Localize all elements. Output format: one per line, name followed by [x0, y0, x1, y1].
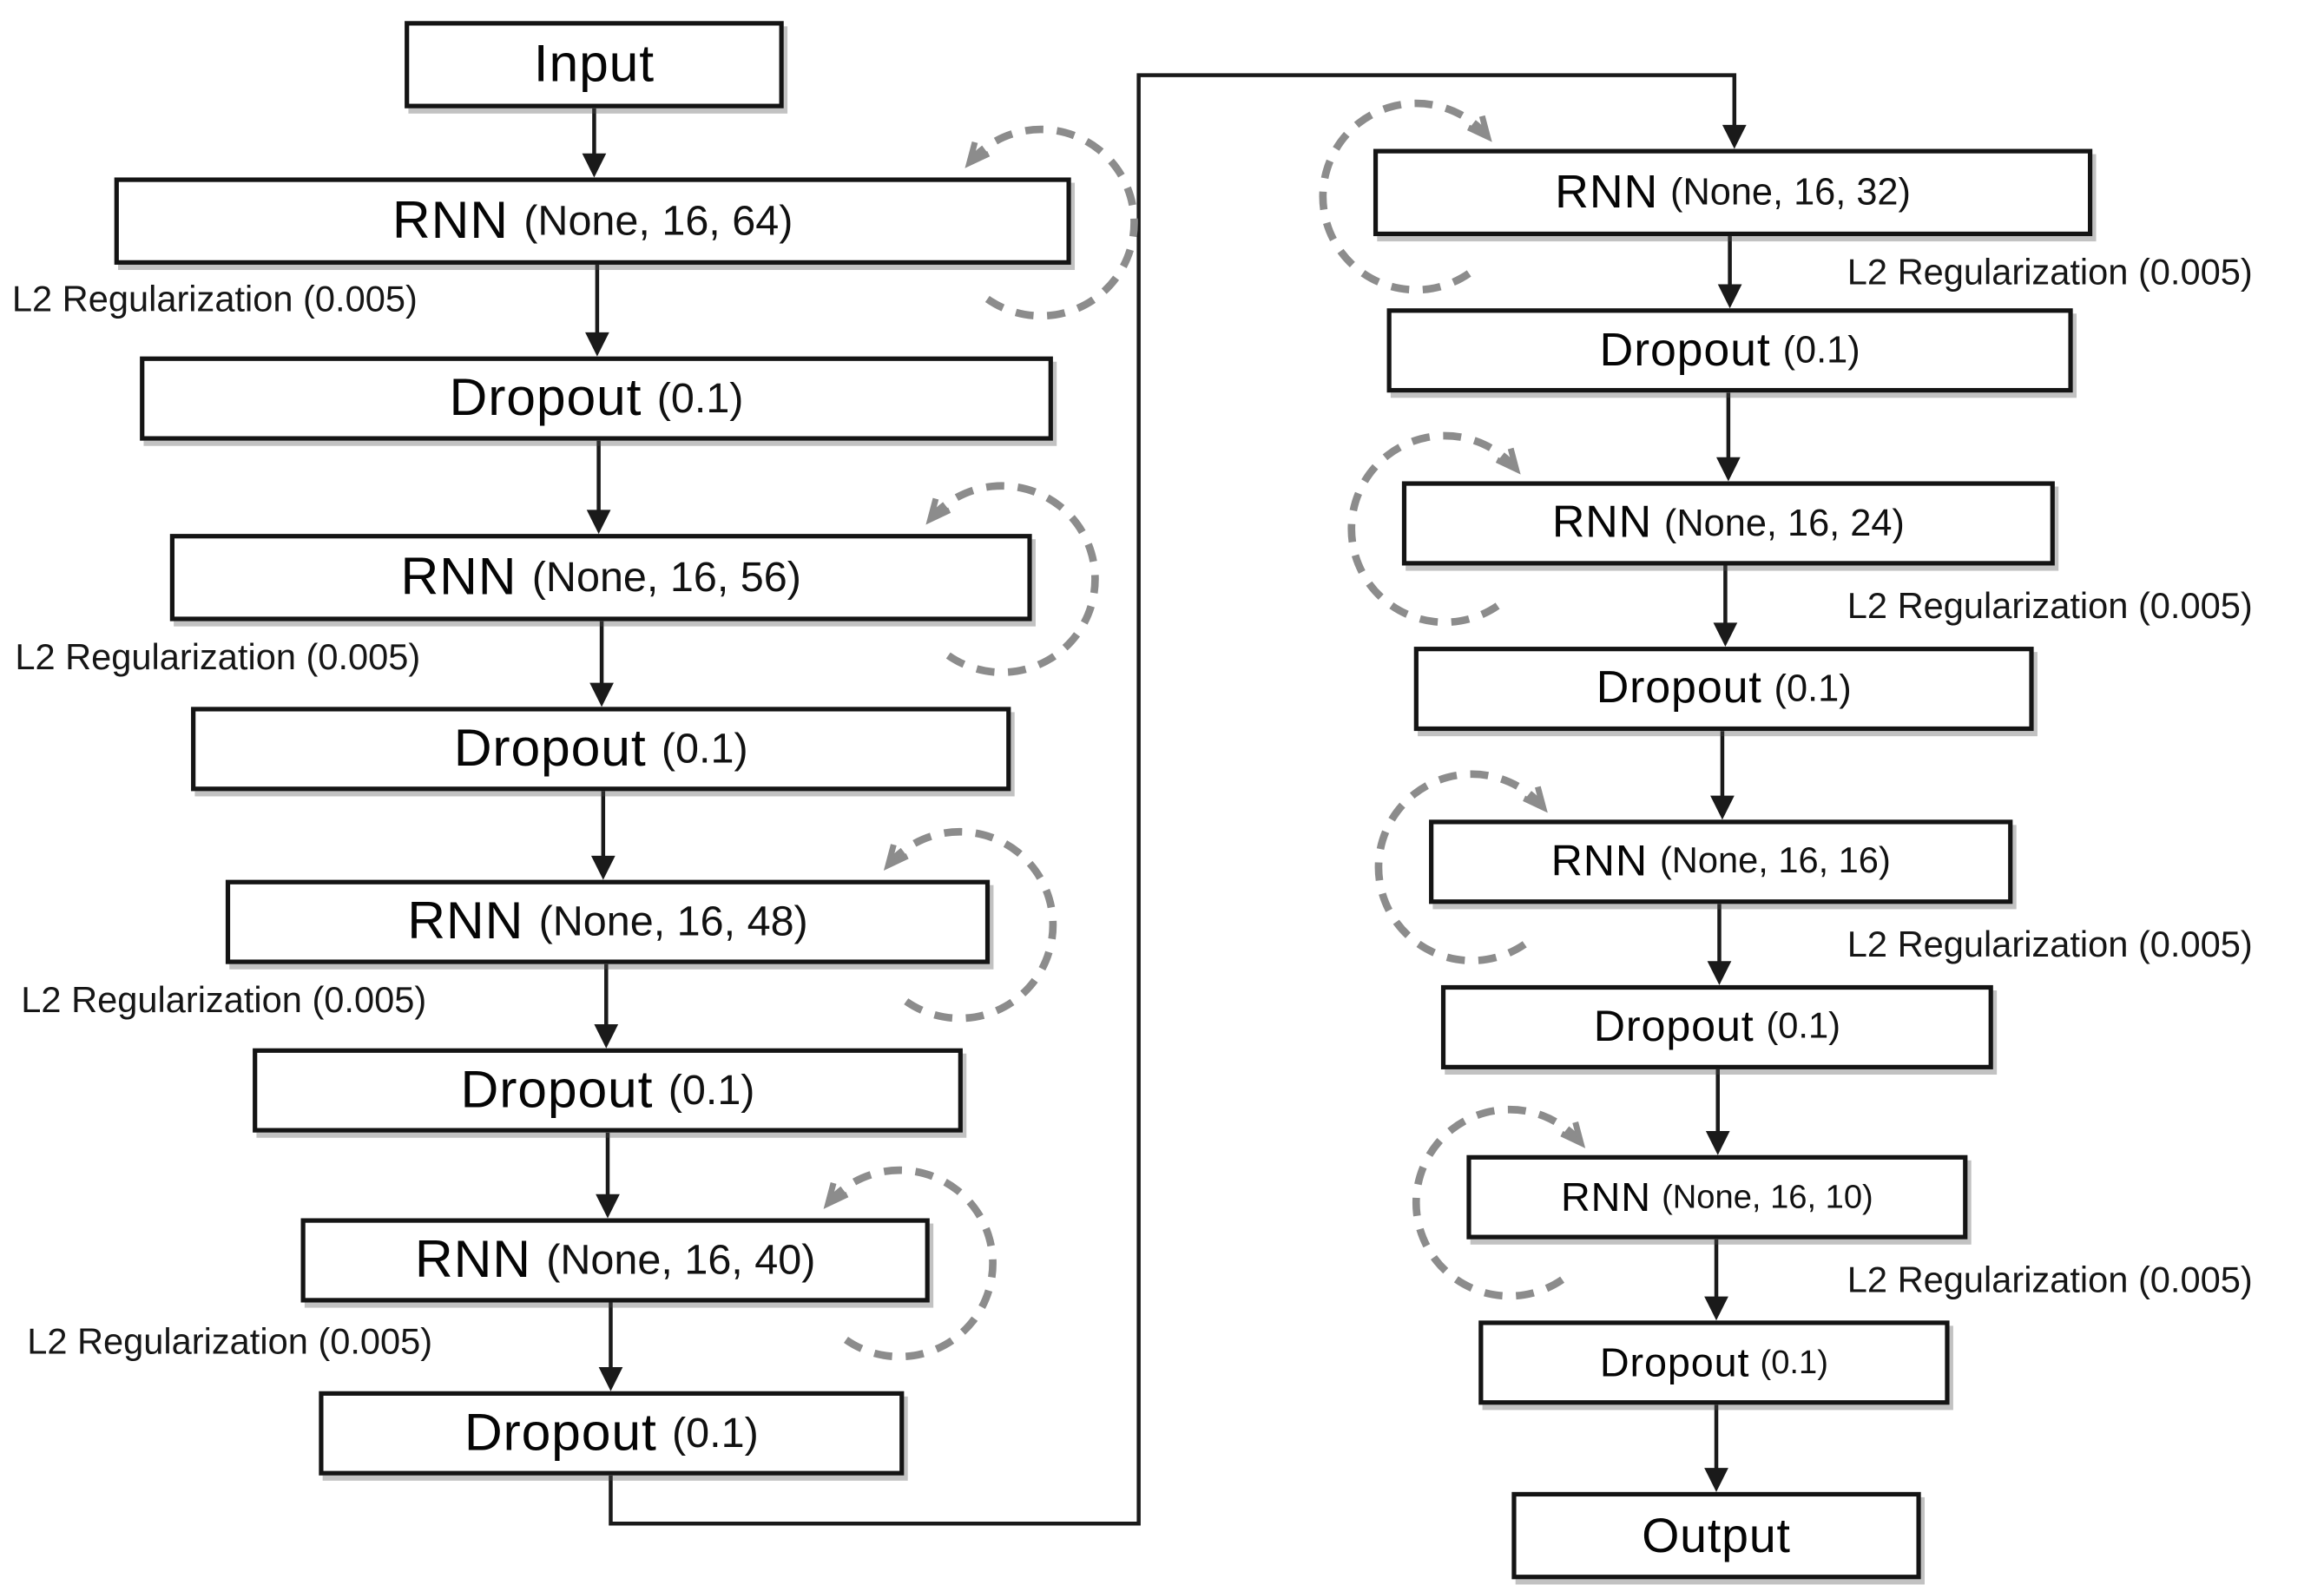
recurrent-loop-arrow-rnn6: [1347, 431, 1521, 627]
node-dropout-3-rate: (0.1): [668, 1066, 755, 1114]
arrow-rnn8-to-dropout8: [1704, 1239, 1728, 1321]
node-rnn-6-shape: (None, 16, 24): [1663, 501, 1905, 544]
l2-regularization-label-1: L2 Regularization (0.005): [11, 280, 418, 321]
node-rnn-3-shape: (None, 16, 48): [538, 898, 808, 945]
node-dropout-1-rate: (0.1): [656, 374, 744, 422]
node-rnn-4-label: RNN: [414, 1230, 531, 1289]
node-rnn-4-shape: (None, 16, 40): [546, 1236, 816, 1283]
node-dropout-7: Dropout (0.1): [1440, 984, 1993, 1069]
node-rnn-2-shape: (None, 16, 56): [531, 553, 801, 601]
node-rnn-6: RNN (None, 16, 24): [1401, 481, 2055, 566]
node-rnn-5-label: RNN: [1555, 165, 1659, 219]
l2-regularization-label-4: L2 Regularization (0.005): [27, 1322, 433, 1363]
node-output-label: Output: [1642, 1508, 1791, 1562]
node-dropout-1-label: Dropout: [449, 368, 642, 428]
recurrent-loop-arrow-rnn5: [1319, 99, 1492, 294]
node-dropout-5-rate: (0.1): [1782, 328, 1860, 372]
arrow-rnn5-to-dropout5: [1717, 236, 1742, 309]
node-rnn-3-label: RNN: [407, 891, 524, 951]
arrow-dropout2-to-rnn3: [590, 791, 616, 880]
arrow-rnn1-to-dropout1: [585, 264, 609, 357]
arrow-dropout8-to-output: [1704, 1404, 1728, 1492]
node-rnn-8: RNN (None, 16, 10): [1466, 1154, 1968, 1240]
node-dropout-6-label: Dropout: [1596, 663, 1762, 714]
node-dropout-6-rate: (0.1): [1774, 667, 1852, 709]
node-rnn-6-label: RNN: [1551, 497, 1653, 548]
node-dropout-8-rate: (0.1): [1760, 1343, 1828, 1381]
node-dropout-6: Dropout (0.1): [1413, 647, 2034, 732]
arrow-dropout5-to-rnn6: [1716, 392, 1741, 482]
recurrent-loop-arrow-rnn8: [1412, 1105, 1586, 1300]
node-rnn-8-label: RNN: [1560, 1174, 1651, 1220]
recurrent-loop-arrow-rnn2: [925, 482, 1099, 676]
node-dropout-2: Dropout (0.1): [191, 707, 1011, 792]
node-dropout-2-rate: (0.1): [661, 725, 748, 772]
node-output: Output: [1511, 1491, 1921, 1580]
l2-regularization-label-2: L2 Regularization (0.005): [15, 637, 421, 679]
node-dropout-5: Dropout (0.1): [1386, 308, 2073, 393]
node-input-label: Input: [533, 34, 655, 94]
arrow-dropout6-to-rnn7: [1710, 731, 1735, 820]
connector-left-column-to-right-column: [609, 73, 1747, 1526]
node-rnn-1: RNN (None, 16, 64): [114, 177, 1071, 265]
recurrent-loop-arrow-rnn3: [883, 827, 1057, 1023]
recurrent-loop-arrow-rnn4: [823, 1166, 997, 1361]
node-rnn-4: RNN (None, 16, 40): [300, 1218, 930, 1303]
recurrent-loop-arrow-rnn1: [964, 125, 1138, 320]
node-input: Input: [405, 21, 784, 109]
l2-regularization-label-3: L2 Regularization (0.005): [21, 980, 427, 1022]
l2-regularization-label-7: L2 Regularization (0.005): [1847, 924, 2253, 966]
node-dropout-1: Dropout (0.1): [140, 356, 1053, 441]
arrow-rnn3-to-dropout3: [594, 963, 619, 1049]
node-rnn-8-shape: (None, 16, 10): [1662, 1177, 1873, 1216]
node-rnn-7-label: RNN: [1550, 837, 1649, 885]
arrow-input-to-rnn1: [582, 108, 607, 178]
node-dropout-7-label: Dropout: [1593, 1002, 1755, 1051]
arrow-dropout1-to-rnn2: [586, 440, 611, 535]
node-dropout-2-label: Dropout: [453, 719, 647, 778]
arrow-rnn2-to-dropout2: [589, 621, 614, 707]
l2-regularization-label-6: L2 Regularization (0.005): [1847, 586, 2253, 628]
recurrent-loop-arrow-rnn7: [1374, 770, 1548, 964]
node-dropout-4-label: Dropout: [464, 1403, 657, 1463]
node-dropout-4-rate: (0.1): [672, 1409, 759, 1457]
node-dropout-3: Dropout (0.1): [253, 1048, 963, 1133]
node-rnn-7: RNN (None, 16, 16): [1429, 819, 2013, 904]
arrow-dropout3-to-rnn4: [596, 1132, 620, 1219]
arrow-rnn6-to-dropout6: [1713, 565, 1738, 648]
node-rnn-2: RNN (None, 16, 56): [169, 534, 1032, 622]
l2-regularization-label-8: L2 Regularization (0.005): [1847, 1260, 2253, 1301]
arrow-rnn7-to-dropout7: [1707, 904, 1732, 985]
node-rnn-5-shape: (None, 16, 32): [1670, 170, 1911, 214]
node-dropout-4: Dropout (0.1): [319, 1391, 905, 1476]
node-dropout-8-label: Dropout: [1599, 1338, 1750, 1384]
node-rnn-2-label: RNN: [400, 547, 517, 607]
node-rnn-7-shape: (None, 16, 16): [1659, 840, 1891, 882]
node-dropout-8: Dropout (0.1): [1478, 1320, 1950, 1405]
node-dropout-5-label: Dropout: [1599, 323, 1771, 377]
l2-regularization-label-5: L2 Regularization (0.005): [1847, 253, 2253, 293]
node-rnn-1-label: RNN: [392, 191, 509, 250]
node-rnn-5: RNN (None, 16, 32): [1373, 148, 2093, 237]
arrow-rnn4-to-dropout4: [598, 1302, 623, 1391]
node-rnn-1-shape: (None, 16, 64): [523, 196, 793, 244]
arrow-dropout7-to-rnn8: [1705, 1069, 1730, 1155]
node-dropout-3-label: Dropout: [460, 1060, 654, 1120]
node-rnn-3: RNN (None, 16, 48): [225, 879, 991, 964]
node-dropout-7-rate: (0.1): [1766, 1006, 1840, 1047]
